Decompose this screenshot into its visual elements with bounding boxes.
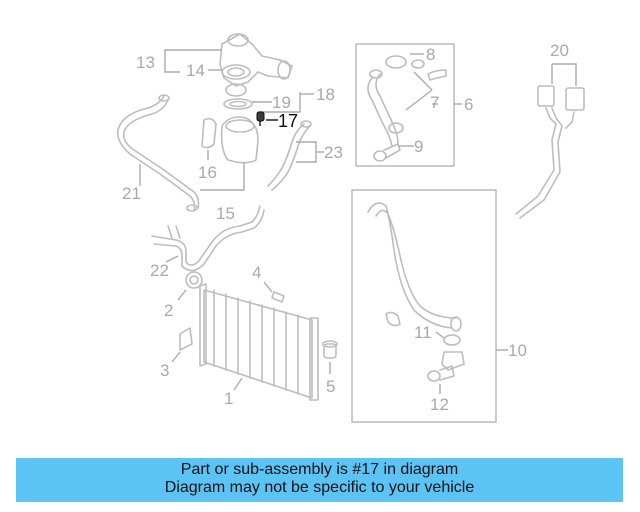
part-5 [322, 340, 338, 359]
hose-10-assembly [367, 202, 465, 382]
radiator-1 [199, 283, 319, 401]
callout-15: 15 [216, 204, 235, 223]
callout-17: 17 [278, 111, 298, 131]
callout-13: 13 [136, 53, 155, 72]
banner-line-2: Diagram may not be specific to your vehi… [164, 479, 475, 496]
info-banner: Part or sub-assembly is #17 in diagram D… [16, 458, 623, 502]
group-box-10 [351, 189, 497, 423]
callout-5: 5 [326, 377, 335, 396]
callout-20: 20 [550, 41, 569, 60]
callout-16: 16 [198, 163, 217, 182]
callout-7: 7 [430, 93, 439, 112]
hose-23 [267, 120, 312, 191]
callout-2: 2 [164, 301, 173, 320]
coolant-reservoir [220, 116, 259, 164]
callout-18: 18 [316, 85, 335, 104]
callout-11: 11 [414, 323, 432, 342]
callout-21: 21 [122, 184, 141, 203]
callout-6: 6 [464, 95, 473, 114]
callout-23: 23 [324, 143, 343, 162]
callout-4: 4 [252, 263, 261, 282]
part-4 [271, 291, 285, 303]
callout-1: 1 [224, 389, 233, 408]
callout-19: 19 [272, 93, 291, 112]
callout-22: 22 [150, 261, 169, 280]
hose-21 [116, 94, 200, 212]
callout-14: 14 [186, 61, 205, 80]
thermostat-housing [219, 33, 293, 87]
part-2 [185, 271, 203, 289]
part-3 [179, 327, 193, 351]
part-17-bolt [256, 111, 265, 126]
callout-12: 12 [430, 395, 449, 414]
callout-9: 9 [414, 137, 423, 156]
callout-10: 10 [508, 341, 527, 360]
seal-ring-19 [223, 83, 253, 110]
sensor-16 [201, 117, 217, 149]
hose-7 [367, 55, 447, 162]
callout-3: 3 [160, 361, 169, 380]
coolant-pipe-15 [151, 205, 265, 272]
wiring-20 [515, 85, 585, 219]
group-box-6 [355, 43, 455, 167]
callout-8: 8 [426, 45, 435, 64]
banner-line-1: Part or sub-assembly is #17 in diagram [180, 461, 459, 478]
